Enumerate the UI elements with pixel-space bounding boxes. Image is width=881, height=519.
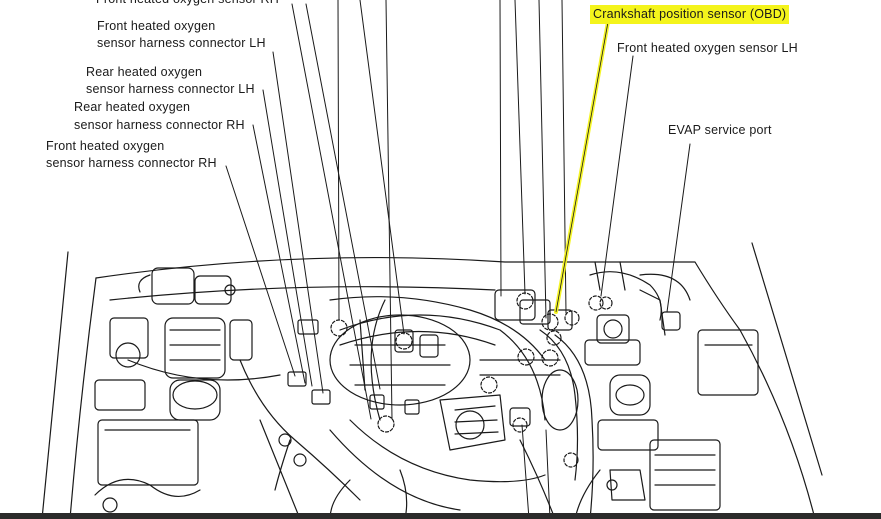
leader-front-lh-sensor <box>600 55 634 297</box>
label-rear-harness-rh-line1: Rear heated oxygen <box>74 100 191 114</box>
left-fender-line <box>41 251 69 519</box>
label-front-harness-lh-line1: Front heated oxygen <box>97 19 216 33</box>
leader-evap <box>666 143 691 313</box>
leader-rear-lh-harness <box>262 89 313 387</box>
engine-bay-outline <box>95 256 816 519</box>
label-rear-harness-rh-line2: sensor harness connector RH <box>74 118 245 132</box>
leader-front-rh-top-1 <box>305 3 381 390</box>
label-front-harness-lh-line2: sensor harness connector LH <box>97 36 266 50</box>
leader-front-lh-harness <box>272 51 324 394</box>
right-fender-line <box>751 242 823 476</box>
leader-front-rh-top-2 <box>291 3 372 420</box>
engine-bay-outline-left <box>69 277 97 519</box>
harness-connector-cluster <box>239 319 361 519</box>
label-rear-harness-lh-line2: sensor harness connector LH <box>86 82 255 96</box>
window-bottom-edge <box>0 513 881 519</box>
label-evap-service-port: EVAP service port <box>668 123 772 137</box>
label-front-harness-rh-line2: sensor harness connector RH <box>46 156 217 170</box>
right-engine-components <box>494 261 759 519</box>
label-front-heated-oxygen-sensor-rh: Front heated oxygen sensor RH <box>96 0 279 8</box>
leader-rear-rh-harness <box>252 124 306 384</box>
left-engine-components <box>94 267 281 513</box>
leader-lines <box>225 0 691 519</box>
label-crankshaft-position-sensor: Crankshaft position sensor (OBD) <box>590 5 790 24</box>
leader-front-rh-harness <box>225 165 296 377</box>
label-front-heated-oxygen-sensor-lh: Front heated oxygen sensor LH <box>617 41 798 55</box>
intake-manifold <box>329 296 561 519</box>
label-rear-harness-lh-line1: Rear heated oxygen <box>86 65 203 79</box>
label-front-harness-rh-line1: Front heated oxygen <box>46 139 165 153</box>
connector-markers <box>330 292 613 468</box>
